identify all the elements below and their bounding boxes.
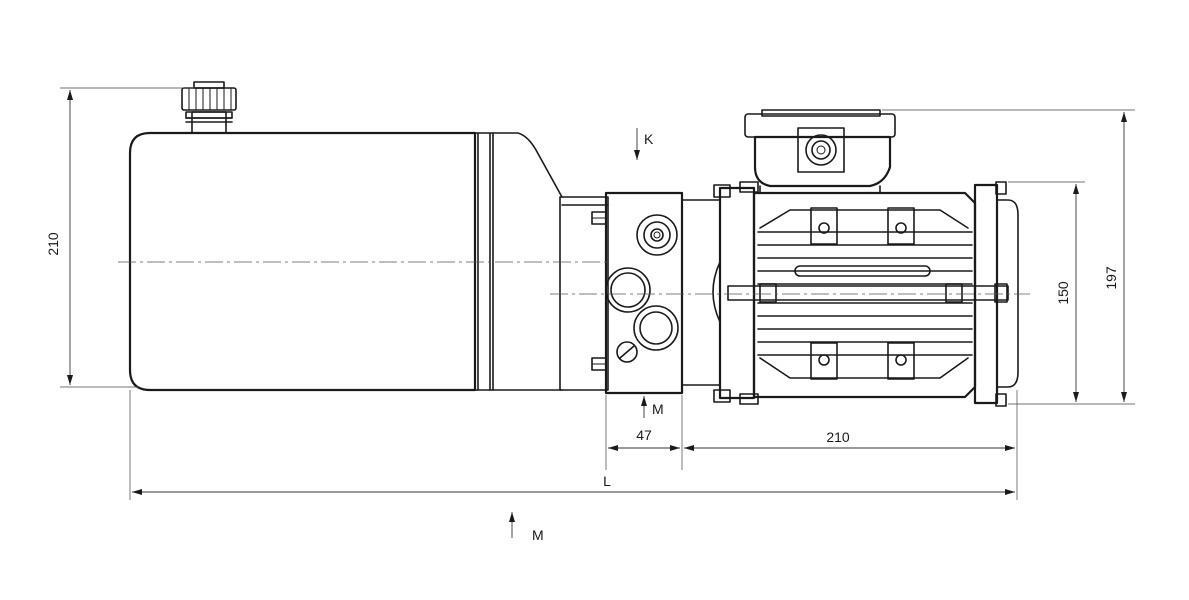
port-k-indicator: K — [634, 128, 654, 160]
electric-motor — [713, 109, 1019, 407]
port-m-block-label: M — [652, 401, 664, 417]
dim-motor-heights: 150 197 — [882, 109, 1135, 405]
dim-tank-height-label: 210 — [45, 232, 61, 256]
center-lines — [118, 261, 1030, 295]
dim-motor-height-large-label: 197 — [1103, 266, 1119, 290]
dim-overall-length: L — [129, 390, 1015, 500]
dim-tank-height: 210 — [45, 87, 195, 388]
port-m-indicator-bottom: M — [509, 512, 544, 543]
port-k-label: K — [644, 131, 654, 147]
port-m-bottom-label: M — [532, 527, 544, 543]
port-m-indicator-block: M — [641, 396, 664, 418]
dim-overall-length-label: L — [603, 473, 611, 489]
dim-block-width-label: 47 — [636, 427, 652, 443]
oil-tank — [128, 131, 609, 392]
dim-block-and-motor: 47 210 — [605, 390, 1018, 500]
dim-motor-length-label: 210 — [826, 429, 850, 445]
valve-block — [591, 191, 721, 395]
filler-cap — [181, 81, 237, 134]
dim-motor-height-small-label: 150 — [1055, 281, 1071, 305]
